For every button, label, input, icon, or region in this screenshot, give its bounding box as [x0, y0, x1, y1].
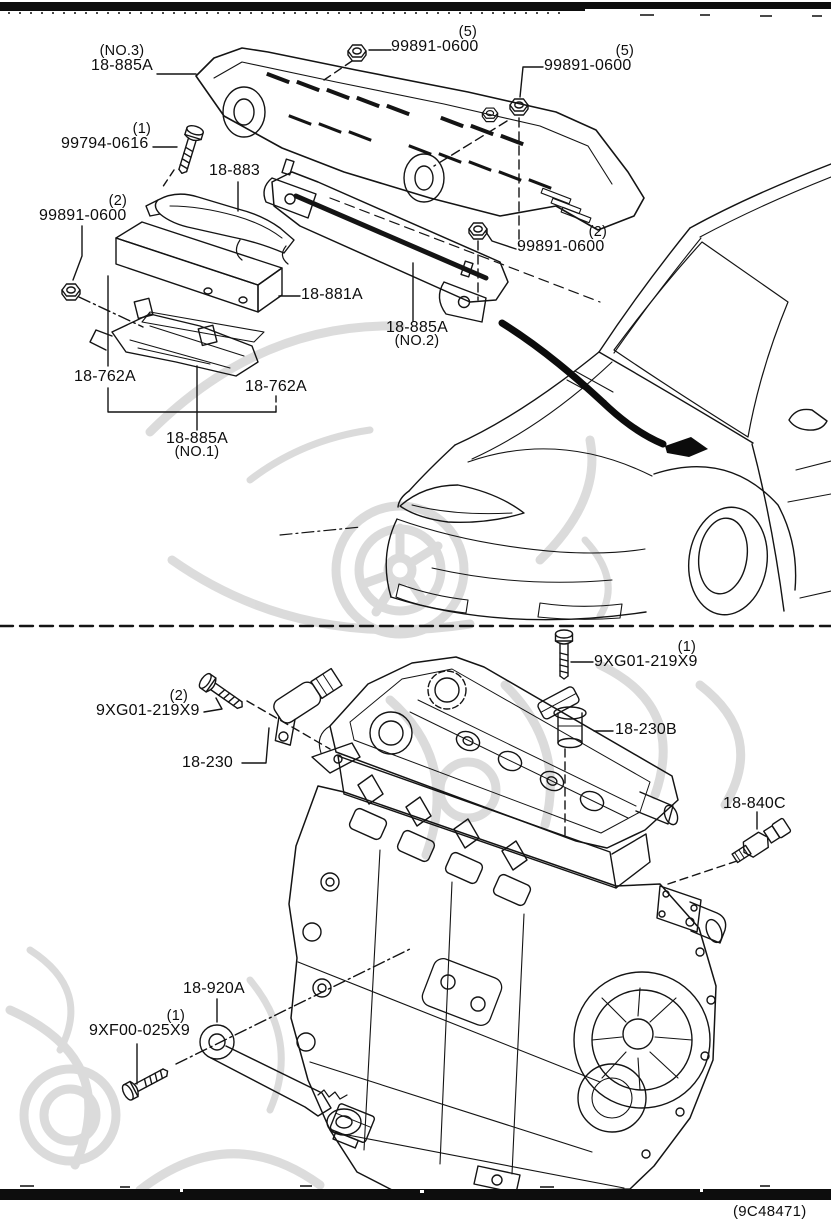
part-label-99891-0600-2a: (2) 99891-0600 [39, 193, 131, 224]
part-qualifier: (NO.2) [394, 333, 440, 349]
part-label-18-920A: 18-920A [183, 980, 245, 997]
sensor-18-230-drawing [273, 667, 343, 746]
temp-sensor-18-840c-drawing [731, 817, 792, 864]
support-bar-drawing [263, 158, 601, 323]
nut-icon [509, 98, 529, 116]
part-number: 99891-0600 [544, 57, 632, 74]
part-number: 18-230B [615, 721, 677, 738]
part-number: 9XG01-219X9 [594, 653, 698, 670]
valve-cover-drawing [311, 656, 679, 849]
nut-icon [61, 283, 81, 301]
part-label-18-885A-no3: (NO.3) 18-885A [86, 43, 158, 74]
location-arrow [665, 437, 708, 457]
part-qty: (2) [169, 688, 188, 704]
part-number: 18-762A [245, 378, 307, 395]
part-qualifier: (NO.3) [99, 43, 145, 59]
part-qualifier: (NO.1) [174, 444, 220, 460]
part-label-18-762A-left: 18-762A [74, 368, 136, 385]
top-border-bar [0, 2, 831, 17]
part-label-18-840C: 18-840C [723, 795, 786, 812]
part-label-9XF00-025X9: (1) 9XF00-025X9 [89, 1008, 193, 1039]
part-label-18-885A-no1: 18-885A (NO.1) [160, 430, 234, 460]
part-number: 18-883 [209, 162, 261, 179]
top-leader-lines [72, 49, 544, 431]
part-label-18-883: 18-883 [209, 162, 261, 179]
part-label-99794-0616: (1) 99794-0616 [61, 121, 153, 152]
part-number: 18-881A [301, 286, 363, 303]
car-front-drawing [279, 163, 831, 621]
part-label-99891-0600-5a: (5) 99891-0600 [391, 24, 491, 55]
part-number: 99891-0600 [391, 38, 479, 55]
part-label-99891-0600-2b: (2) 99891-0600 [517, 224, 609, 255]
part-number: 99891-0600 [39, 207, 127, 224]
part-qty: (2) [108, 193, 127, 209]
part-qty: (5) [615, 43, 634, 59]
bolt-icon [173, 123, 206, 177]
part-label-99891-0600-5b: (5) 99891-0600 [544, 43, 636, 74]
harness-bracket-drawing [89, 297, 259, 377]
diagram-code: (9C48471) [733, 1203, 807, 1220]
nut-icon [468, 222, 488, 240]
part-label-18-230B: 18-230B [615, 721, 677, 738]
part-number: 99891-0600 [517, 238, 605, 255]
part-number: 18-885A [166, 430, 228, 447]
watermark-pattern [5, 321, 746, 1195]
part-number: 9XG01-219X9 [96, 702, 200, 719]
part-label-18-230: 18-230 [182, 754, 234, 771]
sensor-18-230b-drawing [537, 686, 587, 749]
hood-highlight-swoosh [498, 319, 667, 448]
part-label-18-881A: 18-881A [301, 286, 363, 303]
knock-sensor-18-920a-drawing [199, 1024, 376, 1149]
bracket-18-883-drawing [145, 193, 295, 265]
part-number: 18-920A [183, 980, 245, 997]
part-qty: (1) [166, 1008, 185, 1024]
nut-icon [347, 44, 367, 62]
part-number: 9XF00-025X9 [89, 1022, 190, 1039]
part-number: 18-230 [182, 754, 234, 771]
ecu-box-drawing [115, 221, 283, 343]
part-label-18-885A-no2: 18-885A (NO.2) [382, 319, 452, 349]
bottom-border-bar [0, 1185, 831, 1200]
part-number: 18-762A [74, 368, 136, 385]
part-label-18-762A-right: 18-762A [245, 378, 307, 395]
cylinder-head-drawing [337, 755, 679, 907]
part-number: 18-840C [723, 795, 786, 812]
part-qty: (2) [588, 224, 607, 240]
part-qty: (1) [677, 639, 696, 655]
part-qty: (5) [458, 24, 477, 40]
bolt-icon [196, 671, 248, 715]
bolt-icon [554, 629, 574, 680]
part-label-9XG01-219X9-2: (2) 9XG01-219X9 [96, 688, 204, 719]
part-label-9XG01-219X9-1: (1) 9XG01-219X9 [594, 639, 702, 670]
part-number: 18-885A [91, 57, 153, 74]
engine-cover-drawing [195, 47, 645, 231]
part-qty: (1) [132, 121, 151, 137]
part-number: 99794-0616 [61, 135, 149, 152]
bottom-leader-lines [136, 661, 758, 1085]
bolt-icon [119, 1062, 173, 1103]
part-number: 18-885A [386, 319, 448, 336]
